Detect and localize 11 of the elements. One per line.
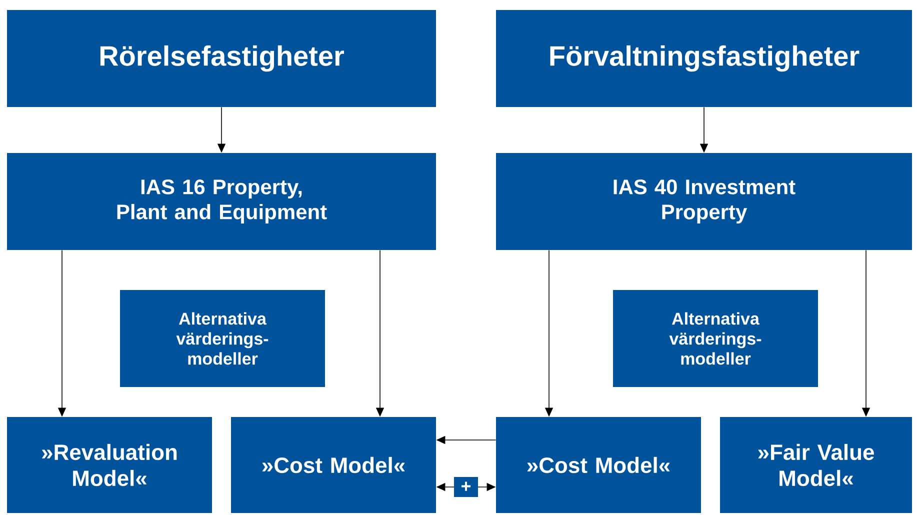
model-box: »Fair Value Model« [720, 417, 912, 513]
note-box: Alternativa värderings- modeller [613, 290, 818, 387]
heading-box: Förvaltningsfastigheter [496, 10, 912, 107]
model-box: »Cost Model« [231, 417, 436, 513]
edge-label: + [454, 477, 478, 497]
model-box: »Cost Model« [496, 417, 701, 513]
standard-box: IAS 40 Investment Property [496, 153, 912, 250]
model-box: »Revaluation Model« [7, 417, 212, 513]
standard-box: IAS 16 Property, Plant and Equipment [7, 153, 436, 250]
note-box: Alternativa värderings- modeller [120, 290, 325, 387]
heading-box: Rörelsefastigheter [7, 10, 436, 107]
